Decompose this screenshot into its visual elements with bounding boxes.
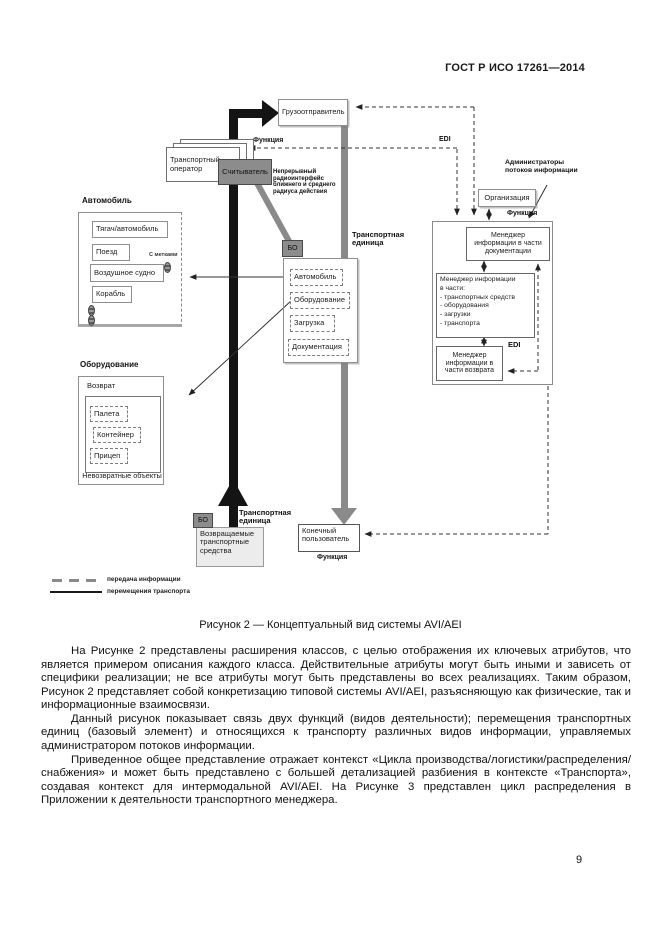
onboard-unit-box-top: БО [282, 240, 303, 257]
transport-unit-title-center: Транспортная единица [352, 230, 405, 248]
unit-item-label: Оборудование [294, 295, 346, 305]
equipment-section-box [78, 376, 164, 485]
manager-parts-line: Менеджер информации [440, 276, 516, 283]
function-label-bottom: Функция [317, 554, 348, 561]
unit-item-label: Загрузка [294, 318, 325, 328]
manager-parts-line: в части: [440, 284, 466, 292]
function-label-top: Функция [253, 137, 284, 144]
equipment-item-box: Палета [90, 406, 128, 422]
page-number: 9 [576, 854, 583, 866]
paragraph: Приведенное общее представление отражает… [41, 753, 631, 807]
reader-label: Считыватель [222, 166, 268, 176]
manager-parts-line: - оборудования [440, 302, 489, 310]
vehicle-item-label: Корабль [96, 289, 126, 299]
paragraph: На Рисунке 2 представлены расширения кла… [41, 645, 631, 712]
manager-documentation-label: Менеджер информации в части документации [474, 232, 542, 255]
end-user-label: Конечный пользователь [302, 526, 350, 544]
manager-return-box: Менеджер информации в части возврата [436, 346, 503, 381]
transport-unit-group-box [283, 258, 358, 363]
returned-vehicles-box: Возвращаемые транспортные средства [196, 527, 264, 567]
equipment-item-label: Прицеп [94, 450, 121, 460]
legend-dashed-label: передача информации [107, 576, 181, 583]
legend-solid-label: перемещения транспорта [107, 588, 190, 595]
tag-icon [164, 262, 171, 273]
manager-documentation-box: Менеджер информации в части документации [466, 227, 550, 261]
legend-dashed-line [52, 579, 102, 582]
equipment-item-label: Контейнер [97, 429, 134, 439]
manager-parts-line: - загрузки [440, 311, 471, 319]
vehicle-item-box: Тягач/автомобиль [92, 221, 168, 238]
shipper-box: Грузоотправитель [278, 99, 348, 126]
returnable-label: Возврат [87, 381, 116, 390]
returned-vehicles-label: Возвращаемые транспортные средства [200, 529, 255, 555]
reader-box: Считыватель [218, 159, 272, 185]
equipment-item-box: Контейнер [93, 427, 141, 443]
radio-interface-note: Непрерывный радиоинтерфейс ближнего и ср… [273, 169, 336, 196]
manager-return-label: Менеджер информации в части возврата [444, 351, 495, 375]
unit-item-box: Оборудование [290, 292, 350, 309]
vehicle-section-box [78, 212, 182, 327]
onboard-unit-label: БО [198, 516, 208, 524]
administrators-title: Администраторы потоков информации [505, 159, 578, 174]
vehicle-item-box: Воздушное судно [90, 264, 164, 282]
organization-label: Организация [484, 192, 530, 202]
edi-label-right: EDI [508, 340, 521, 349]
document-header: ГОСТ Р ИСО 17261—2014 [445, 62, 585, 74]
transport-operator-label: Транспортный оператор [170, 155, 220, 173]
vehicle-item-label: Поезд [96, 247, 118, 257]
onboard-unit-box-bottom: БО [193, 513, 213, 528]
shipper-label: Грузоотправитель [282, 107, 345, 117]
unit-item-label: Документация [292, 342, 342, 352]
vehicle-item-box: Корабль [92, 286, 132, 303]
vehicle-item-label: Воздушное судно [94, 267, 156, 277]
transport-unit-title-bottom: Транспортная единица [239, 508, 292, 526]
onboard-unit-label: БО [287, 244, 298, 252]
equipment-section-title: Оборудование [80, 360, 139, 369]
paragraph: Данный рисунок показывает связь двух фун… [41, 712, 631, 752]
end-user-box: Конечный пользователь [298, 524, 360, 552]
function-label-right: Функция [507, 210, 538, 217]
figure-caption: Рисунок 2 — Концептуальный вид системы A… [199, 619, 462, 631]
vehicle-item-label: Тягач/автомобиль [96, 224, 159, 234]
edi-label-top: EDI [439, 136, 451, 143]
unit-item-box: Документация [288, 339, 349, 356]
equipment-item-label: Палета [94, 408, 120, 418]
tag-icon [88, 315, 95, 326]
non-returnable-label: Невозвратные объекты [82, 471, 162, 480]
vehicle-section-title: Автомобиль [82, 196, 132, 205]
manager-parts-line: - транспортных средств [440, 293, 516, 301]
manager-parts-box: Менеджер информации в части: - транспорт… [436, 273, 535, 338]
unit-item-box: Загрузка [290, 315, 335, 332]
equipment-item-box: Прицеп [90, 448, 128, 464]
legend-solid-line [50, 591, 102, 593]
organization-box: Организация [478, 189, 536, 207]
unit-item-box: Автомобиль [290, 269, 343, 286]
body-text: На Рисунке 2 представлены расширения кла… [41, 645, 631, 808]
administrators-outer-box [432, 221, 553, 385]
vehicle-item-box: Поезд [92, 244, 130, 261]
with-tags-note: С метками [149, 252, 178, 258]
returnable-inner-box [85, 396, 161, 473]
unit-item-label: Автомобиль [294, 272, 337, 282]
manager-parts-line: - транспорта [440, 320, 480, 328]
